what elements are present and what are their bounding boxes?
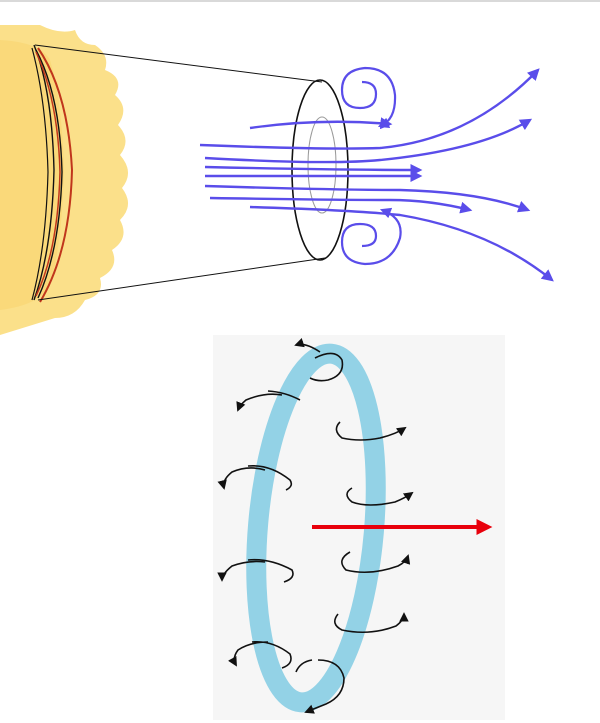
circulation-arrow-icon [251, 640, 292, 669]
circulation-arrow-icon [217, 467, 266, 490]
flow-arrow-icon [249, 117, 393, 130]
circulation-arrow-icon [309, 352, 344, 382]
cone-edge-bottom [37, 257, 326, 301]
sun-diagram [0, 25, 554, 335]
vortex-ring-diagram [213, 335, 505, 720]
sun-limb-line [33, 44, 55, 301]
sun-limb-line [35, 51, 61, 297]
circulation-arrow-icon [267, 390, 301, 401]
flow-arrow-icon [199, 68, 540, 150]
spiral-vortex-icon [340, 207, 402, 266]
circulation-arrow-icon [334, 612, 409, 634]
flow-arrow-icon [249, 205, 554, 282]
cross-section-inner [307, 116, 337, 214]
circulation-arrow-icon [236, 393, 283, 412]
cone-edge-top [34, 44, 323, 83]
flow-lines [199, 68, 554, 282]
circulation-arrow-icon [295, 659, 313, 673]
spiral-vortex-icon [340, 66, 397, 129]
flow-arrow-icon [204, 163, 423, 176]
circulation-arrow-icon [346, 487, 414, 506]
circulation-arrow-icon [228, 641, 269, 667]
sun-limb-line [37, 47, 74, 303]
circulation-arrow-icon [217, 560, 266, 582]
circulation-arrow-icon [304, 659, 345, 714]
sun-limb-line [31, 47, 49, 301]
circulation-arrows [217, 338, 414, 714]
circulation-arrow-icon [247, 558, 294, 583]
circulation-arrow-icon [335, 421, 407, 441]
circulation-arrow-icon [247, 464, 293, 491]
circulation-arrow-icon [294, 338, 321, 353]
flow-arrow-icon [204, 184, 531, 213]
flow-arrow-icon [209, 196, 473, 214]
flow-arrow-icon [204, 118, 533, 164]
circulation-arrow-icon [341, 551, 411, 574]
sun-limb-line [35, 49, 63, 299]
